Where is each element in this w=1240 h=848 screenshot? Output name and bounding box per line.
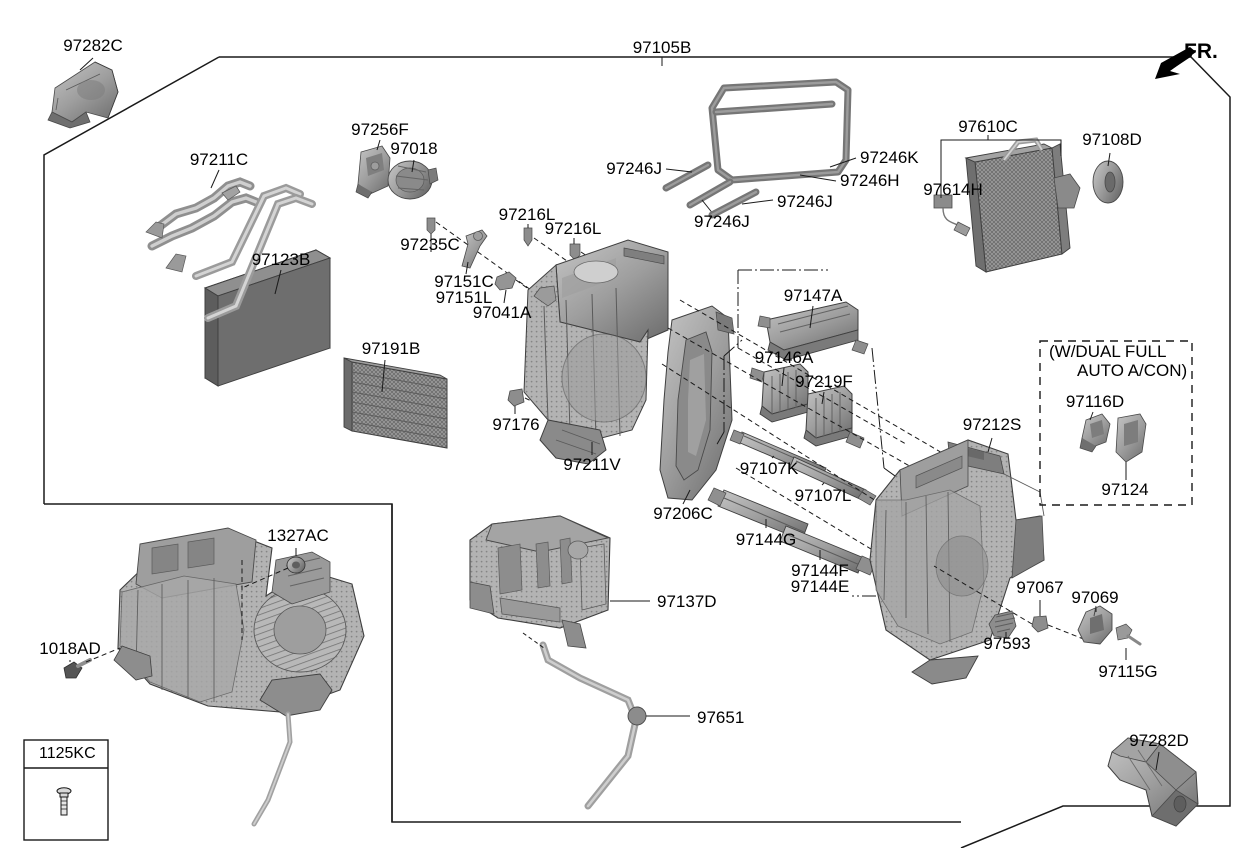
part-label-97211v: 97211V xyxy=(563,455,621,474)
part-97107l-link xyxy=(789,456,877,506)
part-label-97069: 97069 xyxy=(1071,588,1119,607)
part-97211c-heater-pipe xyxy=(145,169,261,273)
part-97593-gear xyxy=(988,610,1017,639)
part-label-97651: 97651 xyxy=(697,708,745,727)
part-label-97144e: 97144E xyxy=(790,577,850,596)
part-97116d-actuator xyxy=(1079,411,1111,453)
sub-assembly-boundary-outline xyxy=(44,503,961,823)
part-97256f-actuator xyxy=(355,139,391,199)
part-label-97282d: 97282D xyxy=(1129,731,1189,750)
front-direction-arrow-icon xyxy=(1155,47,1196,79)
part-97282d-duct xyxy=(1107,737,1199,827)
part-label-97116d: 97116D xyxy=(1065,392,1125,411)
legend-box-1125kc xyxy=(23,739,109,841)
part-1018ad-bolt xyxy=(63,647,121,679)
part-label-97123b: 97123B xyxy=(251,250,311,269)
part-97124-bracket xyxy=(1115,413,1147,480)
part-label-97107l: 97107L xyxy=(794,486,852,505)
dual-ac-inset-box xyxy=(1039,340,1193,506)
part-label-97146a: 97146A xyxy=(754,348,814,367)
part-97246h-seal-bar xyxy=(712,100,837,182)
part-97067-clip xyxy=(933,565,1087,641)
legend-label-1125kc: 1125KC xyxy=(39,745,96,762)
part-label-97614h: 97614H xyxy=(923,180,983,199)
part-97651-drain-hose xyxy=(522,632,690,810)
part-97137d-lower-case xyxy=(469,515,650,649)
part-97206c-case-divider xyxy=(659,305,735,505)
part-97246k-seal-frame xyxy=(708,78,857,184)
part-label-97216l-1: 97216L xyxy=(498,205,556,224)
part-label-1018ad: 1018AD xyxy=(39,639,101,658)
part-label-97144f: 97144F xyxy=(791,561,849,580)
part-label-97235c: 97235C xyxy=(400,235,460,254)
part-label-97206c: 97206C xyxy=(653,504,713,523)
part-lower-left-hvac-unit xyxy=(113,527,365,827)
part-label-97216l-2: 97216L xyxy=(544,219,602,238)
part-label-97107k: 97107K xyxy=(739,459,799,478)
part-label-97212s: 97212S xyxy=(962,415,1022,434)
dual-ac-note-line2: AUTO A/CON) xyxy=(1077,361,1188,380)
part-97246j-seal-1 xyxy=(662,161,712,192)
part-label-97108d: 97108D xyxy=(1082,130,1142,149)
part-label-97593: 97593 xyxy=(983,634,1031,653)
part-label-97067: 97067 xyxy=(1016,578,1064,597)
part-97282c-duct xyxy=(47,57,119,129)
part-97614h-temperature-sensor xyxy=(933,153,971,237)
part-97147a-air-door xyxy=(737,269,921,495)
part-label-97246j-1: 97246J xyxy=(606,159,662,178)
part-label-97151c: 97151C xyxy=(434,272,494,291)
part-label-97137d: 97137D xyxy=(657,592,717,611)
assembly-boundary-outline xyxy=(43,56,1231,848)
part-label-1327ac: 1327AC xyxy=(267,526,329,545)
part-1327ac-nut xyxy=(241,548,306,640)
part-97191b-ptc-heater xyxy=(343,357,448,449)
part-97115g-screw xyxy=(1115,623,1142,660)
part-97108d-seal-ring xyxy=(1092,152,1124,204)
bolt-icon xyxy=(56,787,72,816)
part-label-97191b: 97191B xyxy=(361,339,421,358)
part-label-97246j-2: 97246J xyxy=(694,212,750,231)
assembly-guide-lines xyxy=(661,299,945,565)
part-label-97282c: 97282C xyxy=(63,36,123,55)
part-97211v-blower-case xyxy=(523,239,669,465)
part-label-97115g: 97115G xyxy=(1098,662,1158,681)
part-97610c-evaporator-core xyxy=(940,135,1081,273)
part-label-97219f: 97219F xyxy=(795,372,853,391)
front-direction-label: FR. xyxy=(1184,40,1218,63)
part-label-97105b: 97105B xyxy=(632,38,692,57)
part-97123b-heater-core xyxy=(192,183,332,387)
part-label-97256f: 97256F xyxy=(351,120,409,139)
part-label-97211c: 97211C xyxy=(189,150,249,169)
part-97246j-seal-3 xyxy=(708,188,774,219)
part-label-97246h: 97246H xyxy=(840,171,900,190)
part-label-97246j-3: 97246J xyxy=(777,192,833,211)
part-97069-actuator xyxy=(1077,605,1113,645)
part-label-97124: 97124 xyxy=(1101,480,1149,499)
part-97219f-air-door xyxy=(803,385,865,449)
part-label-97610c: 97610C xyxy=(958,117,1018,136)
part-label-97041a: 97041A xyxy=(472,303,532,322)
part-97018-blower-cover xyxy=(387,159,439,200)
part-label-97147a: 97147A xyxy=(783,286,843,305)
part-97151-lever xyxy=(461,229,488,275)
dual-ac-note-line1: (W/DUAL FULL xyxy=(1049,342,1167,361)
part-label-97018: 97018 xyxy=(390,139,438,158)
part-label-97246k: 97246K xyxy=(860,148,919,167)
part-label-97144g: 97144G xyxy=(735,530,797,549)
part-label-97151l: 97151L xyxy=(435,288,493,307)
part-label-97176: 97176 xyxy=(492,415,540,434)
